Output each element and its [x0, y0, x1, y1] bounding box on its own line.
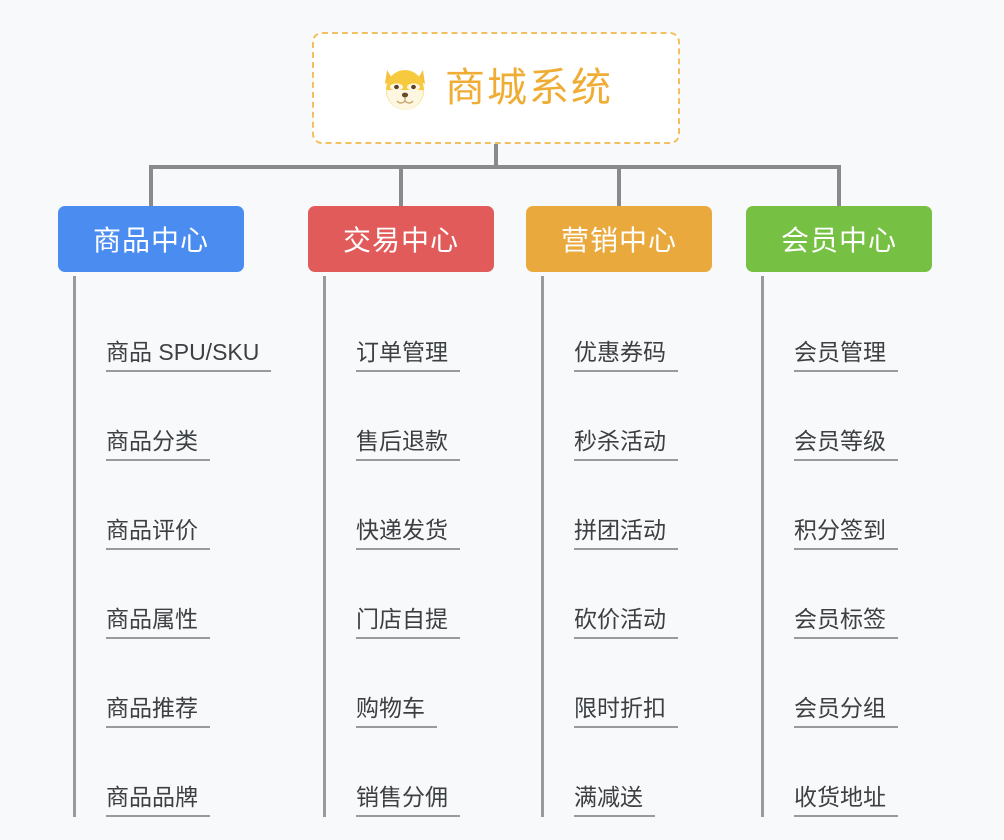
- connector-drop-1: [149, 165, 153, 207]
- leaf-spine: [761, 276, 764, 817]
- leaf-item-label: 商品推荐: [106, 695, 210, 728]
- leaf-item-label: 砍价活动: [574, 606, 678, 639]
- leaf-item[interactable]: 商品品牌: [76, 783, 210, 817]
- leaf-item[interactable]: 商品评价: [76, 516, 210, 550]
- leaf-item-label: 商品分类: [106, 428, 210, 461]
- root-node[interactable]: 商城系统: [312, 32, 680, 144]
- connector-drop-4: [837, 165, 841, 207]
- category-box-3[interactable]: 营销中心: [526, 206, 712, 272]
- leaf-item-label: 商品属性: [106, 606, 210, 639]
- category-label: 会员中心: [780, 225, 897, 256]
- leaf-item-label: 商品品牌: [106, 784, 210, 817]
- leaf-item[interactable]: 商品 SPU/SKU: [76, 338, 272, 372]
- leaf-item[interactable]: 商品属性: [76, 605, 210, 639]
- leaf-item-label: 优惠券码: [574, 339, 678, 372]
- leaf-item[interactable]: 销售分佣: [326, 783, 460, 817]
- leaf-item[interactable]: 拼团活动: [544, 516, 678, 550]
- leaf-item[interactable]: 门店自提: [326, 605, 460, 639]
- leaf-item-label: 拼团活动: [574, 517, 678, 550]
- shiba-dog-face-icon: [379, 64, 431, 112]
- leaf-item-label: 会员等级: [794, 428, 898, 461]
- leaf-item-label: 会员管理: [794, 339, 898, 372]
- leaf-item-label: 订单管理: [356, 339, 460, 372]
- leaf-item-label: 积分签到: [794, 517, 898, 550]
- leaf-item-label: 秒杀活动: [574, 428, 678, 461]
- leaf-item-label: 收货地址: [794, 784, 898, 817]
- category-label: 营销中心: [560, 225, 677, 256]
- leaf-item[interactable]: 订单管理: [326, 338, 460, 372]
- leaf-item-label: 商品评价: [106, 517, 210, 550]
- leaf-item[interactable]: 会员分组: [764, 694, 898, 728]
- leaf-item[interactable]: 售后退款: [326, 427, 460, 461]
- category-box-1[interactable]: 商品中心: [58, 206, 244, 272]
- leaf-item-label: 限时折扣: [574, 695, 678, 728]
- leaf-spine: [73, 276, 76, 817]
- category-label: 交易中心: [342, 225, 459, 256]
- leaf-item-label: 商品 SPU/SKU: [106, 339, 272, 372]
- leaf-item[interactable]: 会员管理: [764, 338, 898, 372]
- leaf-item[interactable]: 商品推荐: [76, 694, 210, 728]
- leaf-item[interactable]: 收货地址: [764, 783, 898, 817]
- root-title: 商城系统: [445, 66, 613, 110]
- connector-horizontal-bus: [150, 165, 840, 169]
- leaf-item[interactable]: 砍价活动: [544, 605, 678, 639]
- leaf-item[interactable]: 限时折扣: [544, 694, 678, 728]
- leaf-item-label: 购物车: [356, 695, 437, 728]
- category-box-4[interactable]: 会员中心: [746, 206, 932, 272]
- leaf-item[interactable]: 快递发货: [326, 516, 460, 550]
- leaf-spine: [541, 276, 544, 817]
- leaf-item-label: 快递发货: [356, 517, 460, 550]
- leaf-item[interactable]: 秒杀活动: [544, 427, 678, 461]
- leaf-item-label: 会员分组: [794, 695, 898, 728]
- category-box-2[interactable]: 交易中心: [308, 206, 494, 272]
- leaf-item-label: 销售分佣: [356, 784, 460, 817]
- leaf-item[interactable]: 会员标签: [764, 605, 898, 639]
- leaf-item[interactable]: 购物车: [326, 694, 437, 728]
- connector-drop-3: [617, 165, 621, 207]
- leaf-item[interactable]: 商品分类: [76, 427, 210, 461]
- leaf-item-label: 满减送: [574, 784, 655, 817]
- leaf-item[interactable]: 会员等级: [764, 427, 898, 461]
- leaf-item[interactable]: 积分签到: [764, 516, 898, 550]
- leaf-spine: [323, 276, 326, 817]
- leaf-item[interactable]: 优惠券码: [544, 338, 678, 372]
- category-label: 商品中心: [92, 225, 209, 256]
- connector-drop-2: [399, 165, 403, 207]
- leaf-item-label: 门店自提: [356, 606, 460, 639]
- leaf-item[interactable]: 满减送: [544, 783, 655, 817]
- leaf-item-label: 会员标签: [794, 606, 898, 639]
- connector-root-stem: [494, 144, 498, 168]
- leaf-item-label: 售后退款: [356, 428, 460, 461]
